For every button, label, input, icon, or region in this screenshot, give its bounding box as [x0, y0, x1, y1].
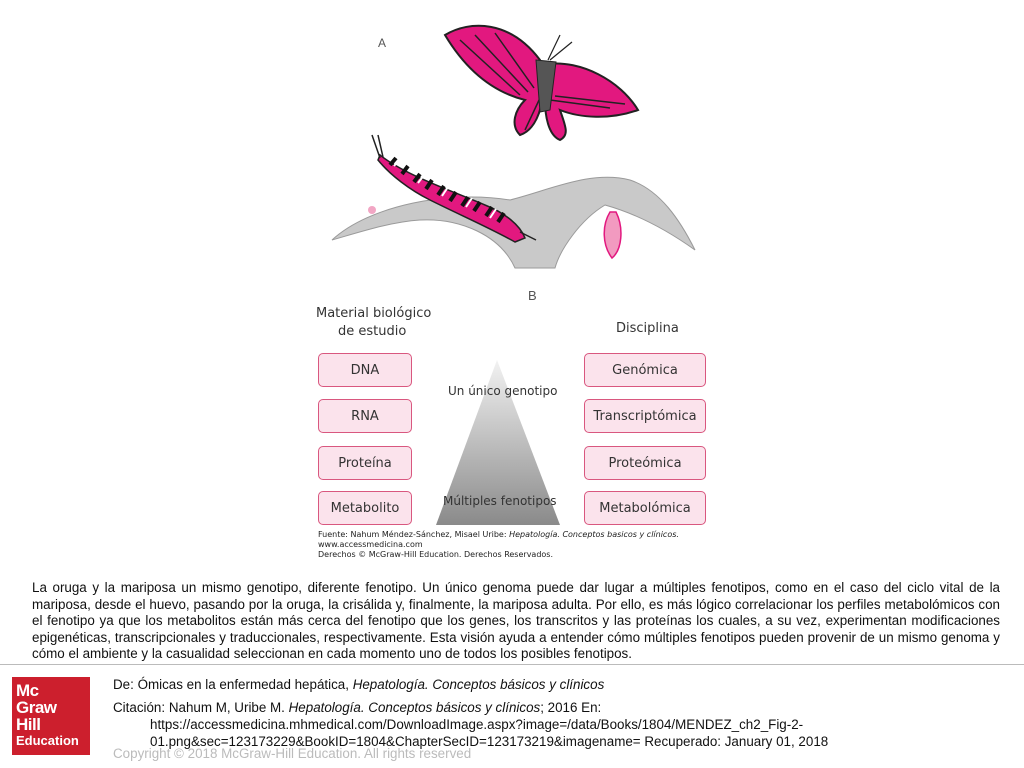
source-line-2: www.accessmedicina.com: [318, 540, 423, 549]
divider: [0, 664, 1024, 665]
source-reference: De: Ómicas en la enfermedad hepática, He…: [113, 676, 993, 693]
copyright-notice: Copyright © 2018 McGraw-Hill Education. …: [113, 746, 472, 761]
box-genomics: Genómica: [584, 353, 706, 387]
citation-book: Hepatología. Conceptos básicos y clínico…: [288, 700, 541, 715]
logo-line-2: Graw: [16, 698, 57, 717]
panel-a-label: A: [378, 36, 387, 50]
source-book: Hepatología. Conceptos basicos y clínico…: [509, 530, 679, 539]
box-metabolite: Metabolito: [318, 491, 412, 525]
citation-label: Citación:: [113, 700, 169, 715]
citation-tail: ; 2016 En:: [540, 700, 602, 715]
chrysalis-image: [603, 211, 622, 260]
figure: A B Material biológico de estudio Discip…: [310, 0, 710, 568]
panel-b-label: B: [528, 288, 537, 303]
box-dna: DNA: [318, 353, 412, 387]
left-title-line-1: Material biológico: [316, 306, 432, 321]
box-proteomics: Proteómica: [584, 446, 706, 480]
source-text: Fuente: Nahum Méndez-Sánchez, Misael Uri…: [318, 530, 510, 539]
book-title: Hepatología. Conceptos básicos y clínico…: [352, 677, 605, 692]
source-line-3: Derechos © McGraw-Hill Education. Derech…: [318, 550, 554, 559]
genotype-triangle: [436, 360, 560, 525]
logo-line-1: Mc: [16, 681, 39, 700]
source-line-1: Fuente: Nahum Méndez-Sánchez, Misael Uri…: [318, 530, 679, 540]
triangle-bottom-label: Múltiples fenotipos: [443, 494, 557, 508]
left-title-line-2: de estudio: [338, 324, 407, 339]
chapter-title: Ómicas en la enfermedad hepática,: [137, 677, 353, 692]
citation-authors: Nahum M, Uribe M.: [168, 700, 289, 715]
right-column-title: Disciplina: [616, 321, 679, 336]
citation-url-2[interactable]: 01.png&sec=123173229&BookID=1804&Chapter…: [150, 734, 829, 749]
figure-source: Fuente: Nahum Méndez-Sánchez, Misael Uri…: [318, 530, 679, 560]
box-metabolomics: Metabolómica: [584, 491, 706, 525]
box-rna: RNA: [318, 399, 412, 433]
logo-line-3: Hill: [16, 715, 41, 734]
caterpillar-image: [371, 134, 537, 243]
butterfly-image: [443, 24, 640, 142]
triangle-top-label: Un único genotipo: [448, 384, 558, 398]
figure-illustration: [331, 24, 696, 525]
citation-url-1[interactable]: https://accessmedicina.mhmedical.com/Dow…: [150, 717, 804, 732]
citation-block: De: Ómicas en la enfermedad hepática, He…: [113, 676, 993, 750]
citation-line: Citación: Nahum M, Uribe M. Hepatología.…: [113, 699, 993, 716]
mcgraw-hill-logo: Mc Graw Hill Education: [12, 677, 90, 755]
box-transcriptomics: Transcriptómica: [584, 399, 706, 433]
de-label: De:: [113, 677, 138, 692]
logo-line-4: Education: [16, 733, 79, 748]
box-protein: Proteína: [318, 446, 412, 480]
figure-caption: La oruga y la mariposa un mismo genotipo…: [32, 580, 1000, 662]
left-column-title: Material biológico de estudio: [316, 305, 431, 341]
